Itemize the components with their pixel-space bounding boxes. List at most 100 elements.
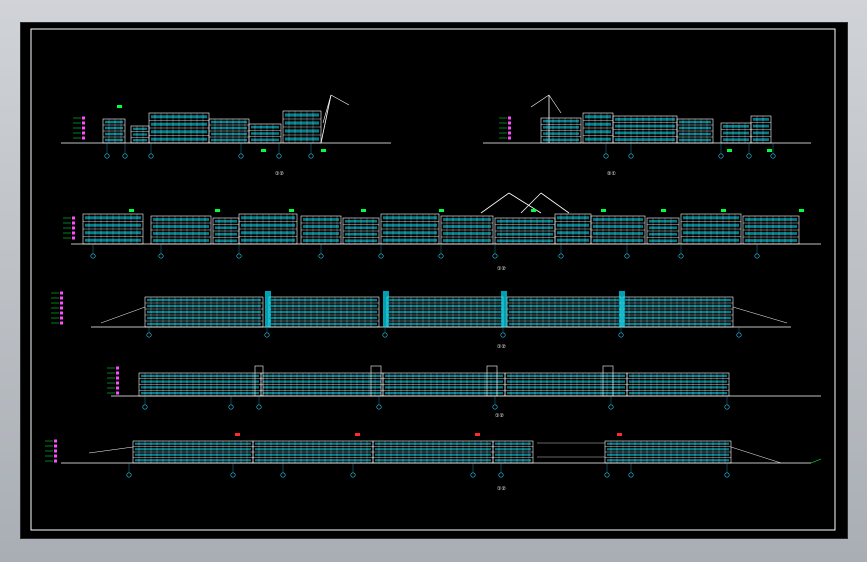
stair-tower [370,365,382,397]
grid-bubble [230,472,236,478]
level-tag [72,231,75,235]
window-band [593,225,643,228]
window-band [241,223,295,227]
level-tag [60,301,63,305]
level-tag [60,296,63,300]
window-band [509,304,619,308]
window-band [593,239,643,242]
window-band [585,122,611,126]
canopy-line [100,306,146,324]
window-band [215,232,237,236]
grid-bubble [142,404,148,410]
window-band [443,239,491,242]
grid-bubble [146,332,152,338]
window-band [141,380,259,383]
stair-tower [602,365,614,397]
level-tag [72,221,75,225]
grid-bubble [378,253,384,259]
window-band [285,137,319,141]
window-band [615,118,675,121]
window-band [585,115,611,119]
window-band [383,238,437,242]
window-band [543,119,579,123]
mast [540,192,570,214]
window-band [105,138,123,142]
window-band [241,216,295,220]
grid-bubble [280,472,286,478]
window-band [615,131,675,135]
grid-bubble [236,253,242,259]
window-band [625,304,731,308]
callout-tag [355,433,360,436]
window-band [649,226,677,230]
grid-bubble [624,253,630,259]
grid-bubble [308,153,314,159]
window-band [753,118,769,121]
window-band [271,322,377,326]
window-band [383,223,437,227]
window-band [495,442,531,445]
grid-bubble [604,472,610,478]
grid-bubble [498,472,504,478]
window-band [147,322,261,326]
grid-bubble [558,253,564,259]
grid-bubble [376,404,382,410]
window-band [495,453,531,456]
level-tag [116,391,119,395]
ramp-line [88,446,134,454]
window-band [303,225,339,228]
window-band [593,218,643,221]
window-band [543,138,579,142]
grid-bubble [104,153,110,159]
window-band [629,386,727,389]
window-band [543,126,579,129]
window-band [649,232,677,236]
building-block [248,123,282,144]
window-band [147,310,261,314]
window-band [507,380,625,383]
level-tag [116,371,119,375]
window-band [507,391,625,395]
grid-bubble [470,472,476,478]
grid-bubble [318,253,324,259]
window-band [723,138,749,141]
window-band [495,448,531,451]
window-band [385,374,503,378]
window-band [389,316,501,320]
level-tag [82,126,85,130]
callout-tag [321,149,326,152]
callout-tag [475,433,480,436]
grid-bubble [228,404,234,410]
ramp-line [730,446,782,464]
callout-tag [531,209,536,212]
grid-bubble [264,332,270,338]
level-tag [54,459,57,463]
window-band [105,132,123,136]
grid-bubble [276,153,282,159]
level-tag [508,116,511,120]
level-tag [116,386,119,390]
window-band [251,138,279,142]
canopy-line [732,306,788,324]
callout-tag [601,209,606,212]
window-band [507,386,625,389]
callout-tag [215,209,220,212]
mast-cable [530,94,550,108]
mast [508,192,542,214]
level-tag [72,216,75,220]
drawing-sheet[interactable]: ①② ②① ①② ①② ①② ①② [20,22,848,539]
level-tag [116,376,119,380]
stair-core [501,291,507,327]
elevation-title-2: ②① [607,171,616,177]
window-band [753,124,769,128]
window-band [443,232,491,235]
window-band [105,126,123,130]
mast [320,94,332,144]
grid-bubble [718,153,724,159]
window-band [263,380,381,383]
grid-bubble [492,253,498,259]
level-tag [54,449,57,453]
window-band [585,130,611,134]
callout-tag [117,105,122,108]
elevation-drawing: ①② ②① ①② ①② ①② ①② [30,28,836,531]
